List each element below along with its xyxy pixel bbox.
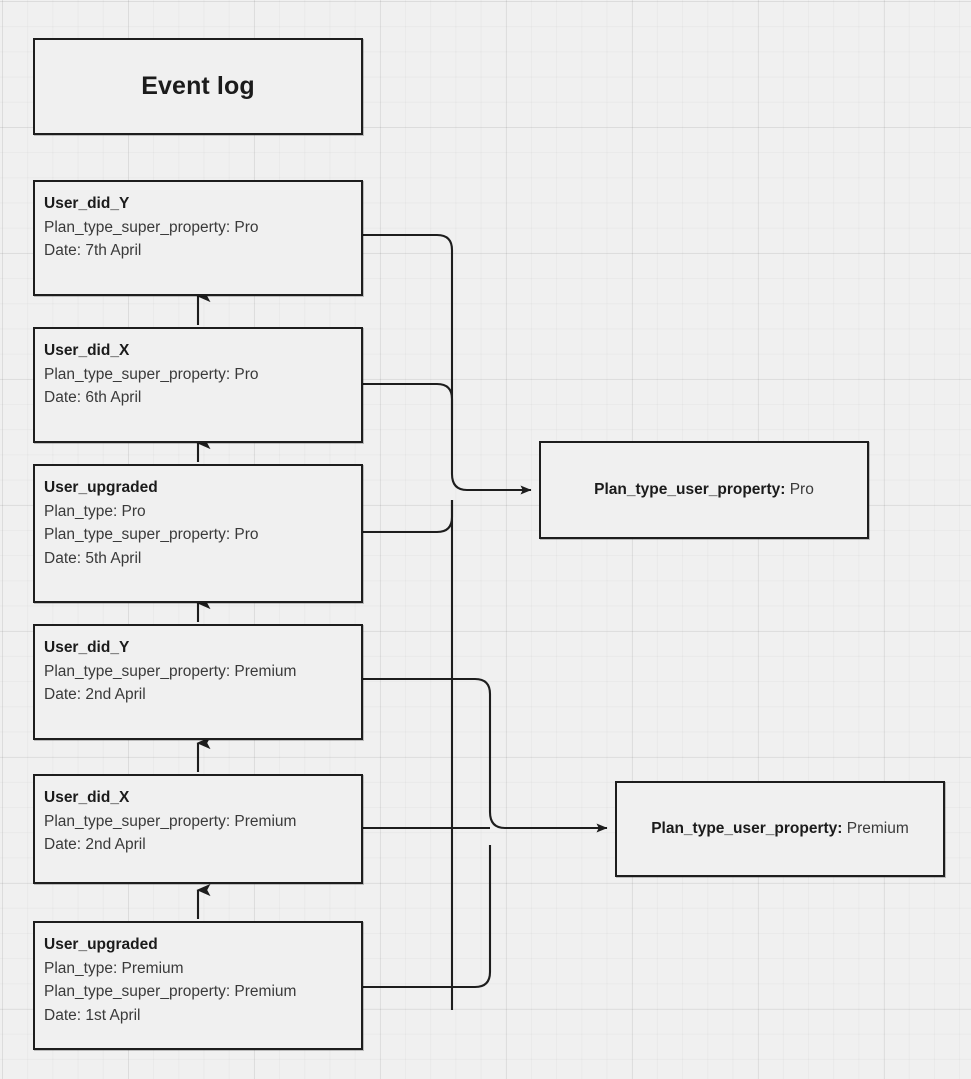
event-box-5[interactable]: User_did_X Plan_type_super_property: Pre… (33, 774, 363, 884)
user-property-box-pro[interactable]: Plan_type_user_property: Pro (539, 441, 869, 539)
user-property-text: Plan_type_user_property: Pro (594, 481, 814, 499)
event-property-line: Plan_type_super_property: Pro (44, 218, 259, 236)
event-box-6[interactable]: User_upgraded Plan_type: Premium Plan_ty… (33, 921, 363, 1050)
event-plan-type-line: Plan_type: Pro (44, 502, 146, 520)
user-property-key: Plan_type_user_property: (594, 481, 786, 498)
event-date-line: Date: 2nd April (44, 686, 146, 704)
user-property-box-premium[interactable]: Plan_type_user_property: Premium (615, 781, 945, 877)
user-property-value: Premium (846, 820, 909, 837)
event-property-line: Plan_type_super_property: Premium (44, 812, 297, 830)
event-date-line: Date: 2nd April (44, 836, 146, 854)
pro-property-connectors (363, 233, 532, 534)
event-property-line: Plan_type_super_property: Pro (44, 365, 259, 383)
event-name: User_did_Y (44, 639, 130, 656)
event-name: User_upgraded (44, 479, 158, 496)
user-property-key: Plan_type_user_property: (651, 820, 843, 837)
event-log-title-box: Event log (33, 38, 363, 135)
event-date-line: Date: 7th April (44, 242, 142, 260)
event-box-2[interactable]: User_did_X Plan_type_super_property: Pro… (33, 327, 363, 443)
event-name: User_did_X (44, 789, 130, 806)
event-box-1[interactable]: User_did_Y Plan_type_super_property: Pro… (33, 180, 363, 296)
event-plan-type-line: Plan_type: Premium (44, 959, 184, 977)
event-name: User_did_Y (44, 195, 130, 212)
event-box-3[interactable]: User_upgraded Plan_type: Pro Plan_type_s… (33, 464, 363, 603)
event-property-line: Plan_type_super_property: Premium (44, 662, 297, 680)
event-log-title: Event log (141, 72, 255, 100)
event-name: User_did_X (44, 342, 130, 359)
event-property-line: Plan_type_super_property: Pro (44, 526, 259, 544)
user-property-text: Plan_type_user_property: Premium (651, 820, 909, 838)
event-name: User_upgraded (44, 936, 158, 953)
event-date-line: Date: 5th April (44, 549, 142, 567)
user-property-value: Pro (789, 481, 814, 498)
event-box-4[interactable]: User_did_Y Plan_type_super_property: Pre… (33, 624, 363, 740)
event-date-line: Date: 6th April (44, 389, 142, 407)
event-property-line: Plan_type_super_property: Premium (44, 983, 297, 1001)
premium-property-connectors (363, 500, 608, 1010)
event-date-line: Date: 1st April (44, 1006, 141, 1024)
